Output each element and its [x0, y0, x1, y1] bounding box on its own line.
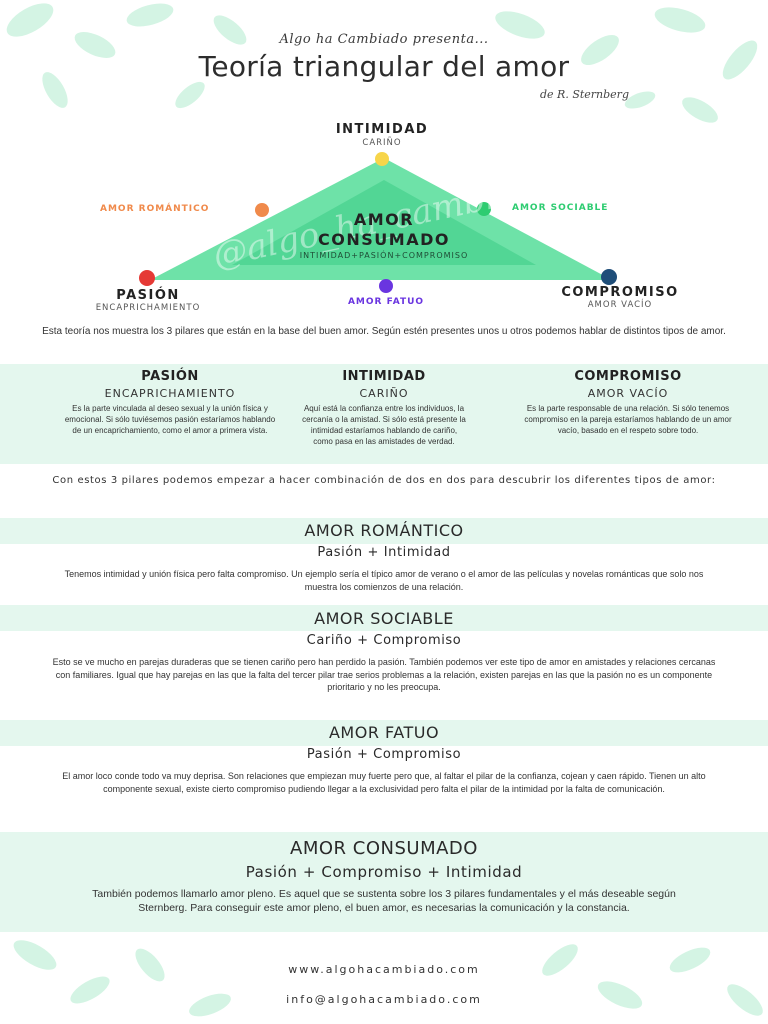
consumado-formula: Pasión + Compromiso + Intimidad — [245, 863, 523, 881]
pillar-title: INTIMIDAD — [342, 369, 426, 384]
pillar-intimidad: INTIMIDAD CARIÑO Aquí está la confianza … — [300, 369, 468, 447]
romantico-band — [0, 518, 768, 544]
compromiso-label: COMPROMISO — [561, 285, 679, 300]
pillar-pasion: PASIÓN ENCAPRICHAMIENTO Es la parte vinc… — [60, 369, 280, 436]
sociable-formula: Cariño + Compromiso — [306, 633, 462, 648]
consumado-description: También podemos llamarlo amor pleno. Es … — [92, 888, 676, 914]
pillars-band — [0, 364, 768, 464]
pillar-body: Es la parte responsable de una relación.… — [524, 404, 732, 435]
compromiso-dot — [601, 269, 617, 285]
compromiso-sublabel: AMOR VACÍO — [587, 300, 653, 310]
website-link[interactable]: www.algohacambiado.com — [288, 963, 480, 976]
pillar-title: PASIÓN — [141, 369, 199, 384]
sociable-dot — [477, 202, 491, 216]
intimidad-label: INTIMIDAD — [335, 122, 429, 137]
pasion-label: PASIÓN — [116, 288, 180, 303]
fatuo-description: El amor loco conde todo va muy deprisa. … — [62, 771, 706, 794]
intro-text: Esta teoría nos muestra los 3 pilares qu… — [42, 326, 726, 337]
sociable-label: AMOR SOCIABLE — [512, 203, 609, 213]
pillar-subtitle: AMOR VACÍO — [587, 387, 669, 400]
pillar-compromiso: COMPROMISO AMOR VACÍO Es la parte respon… — [514, 369, 742, 436]
pillar-body: Aquí está la confianza entre los individ… — [302, 404, 466, 446]
pasion-sublabel: ENCAPRICHAMIENTO — [95, 303, 201, 313]
fatuo-heading: AMOR FATUO — [328, 723, 440, 742]
center-title-line2: CONSUMADO — [318, 230, 450, 249]
intimidad-dot — [375, 152, 389, 166]
fatuo-dot — [379, 279, 393, 293]
romantico-description: Tenemos intimidad y unión física pero fa… — [64, 569, 704, 592]
consumado-heading: AMOR CONSUMADO — [290, 838, 478, 859]
pillar-subtitle: ENCAPRICHAMIENTO — [104, 387, 236, 400]
romantico-dot — [255, 203, 269, 217]
page-title: Teoría triangular del amor — [198, 50, 570, 83]
inner-triangle — [232, 180, 536, 265]
fatuo-band — [0, 720, 768, 746]
sociable-band — [0, 605, 768, 631]
center-subtitle: INTIMIDAD+PASIÓN+COMPROMISO — [299, 251, 469, 260]
romantico-heading: AMOR ROMÁNTICO — [304, 521, 464, 540]
romantico-label: AMOR ROMÁNTICO — [100, 204, 210, 214]
pillar-body: Es la parte vinculada al deseo sexual y … — [64, 404, 276, 435]
romantico-formula: Pasión + Intimidad — [317, 545, 451, 560]
sociable-heading: AMOR SOCIABLE — [314, 609, 454, 628]
consumado-band — [0, 832, 768, 932]
fatuo-formula: Pasión + Compromiso — [306, 747, 462, 762]
author-credit: de R. Sternberg — [540, 88, 629, 101]
center-title-line1: AMOR — [353, 210, 415, 229]
pillar-subtitle: CARIÑO — [359, 387, 409, 400]
love-triangle-diagram — [139, 152, 617, 293]
email-link[interactable]: info@algohacambiado.com — [286, 993, 482, 1006]
intimidad-sublabel: CARIÑO — [362, 138, 402, 148]
sociable-description: Esto se ve mucho en parejas duraderas qu… — [52, 657, 716, 692]
pasion-dot — [139, 270, 155, 286]
fatuo-label: AMOR FATUO — [347, 297, 425, 307]
combination-intro: Con estos 3 pilares podemos empezar a ha… — [52, 475, 716, 486]
pillar-title: COMPROMISO — [574, 369, 682, 384]
kicker-text: Algo ha Cambiado presenta... — [279, 32, 489, 47]
